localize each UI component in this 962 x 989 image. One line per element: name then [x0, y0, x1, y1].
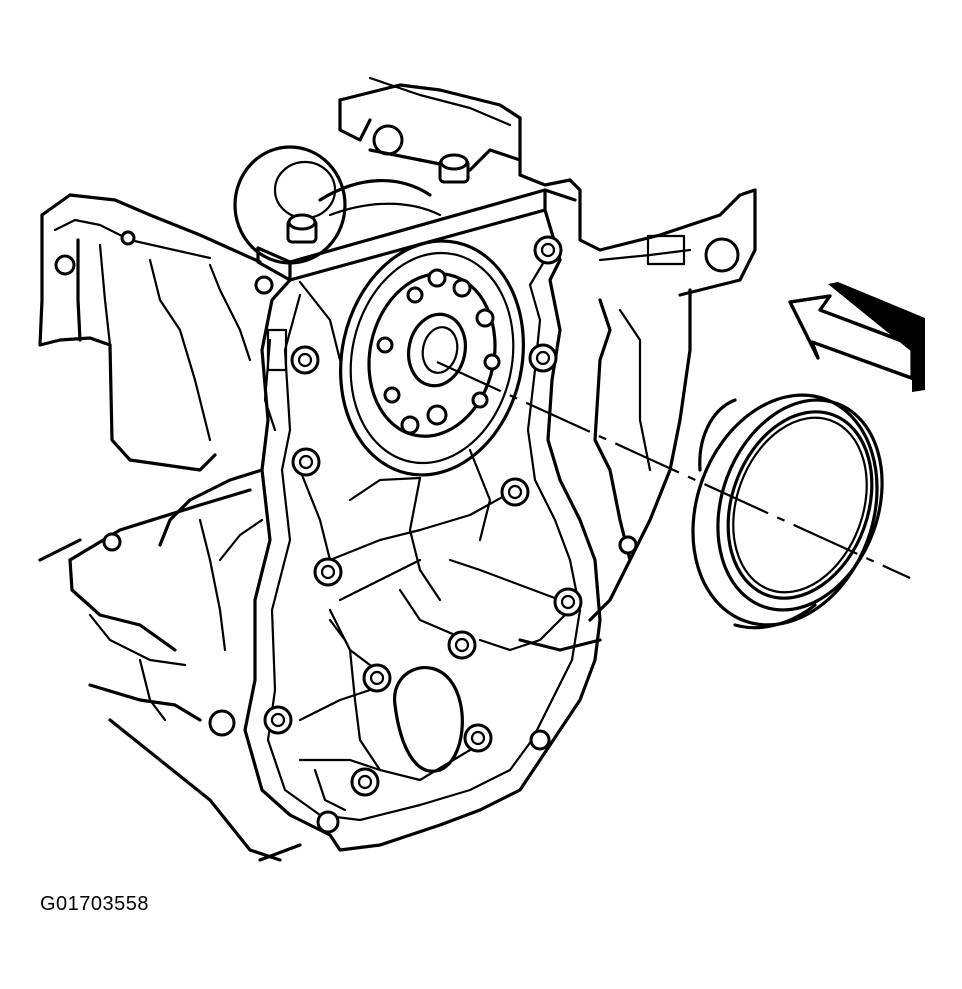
cover-bolt	[500, 477, 530, 507]
cover-bolt	[362, 663, 392, 693]
cover-bolt	[553, 587, 583, 617]
cover-bolt	[313, 557, 343, 587]
top-bolt-left	[286, 213, 318, 244]
cover-bolt	[447, 630, 477, 660]
engine-top	[233, 76, 572, 265]
engine-block	[38, 193, 302, 862]
cover-bolt	[528, 343, 558, 373]
cover-bolt	[350, 767, 380, 797]
figure-id-label: G01703558	[40, 893, 150, 915]
direction-arrow	[788, 282, 925, 392]
cover-bolt	[290, 345, 320, 375]
cover-bolt	[533, 235, 563, 265]
crankshaft-front-oil-seal	[691, 393, 884, 630]
cover-bolt	[291, 447, 321, 477]
top-bolt-right	[438, 153, 470, 184]
seal-center-line	[436, 360, 911, 580]
cover-bolt	[463, 723, 493, 753]
cover-bolt	[263, 705, 293, 735]
engine-front-cover	[102, 188, 638, 852]
